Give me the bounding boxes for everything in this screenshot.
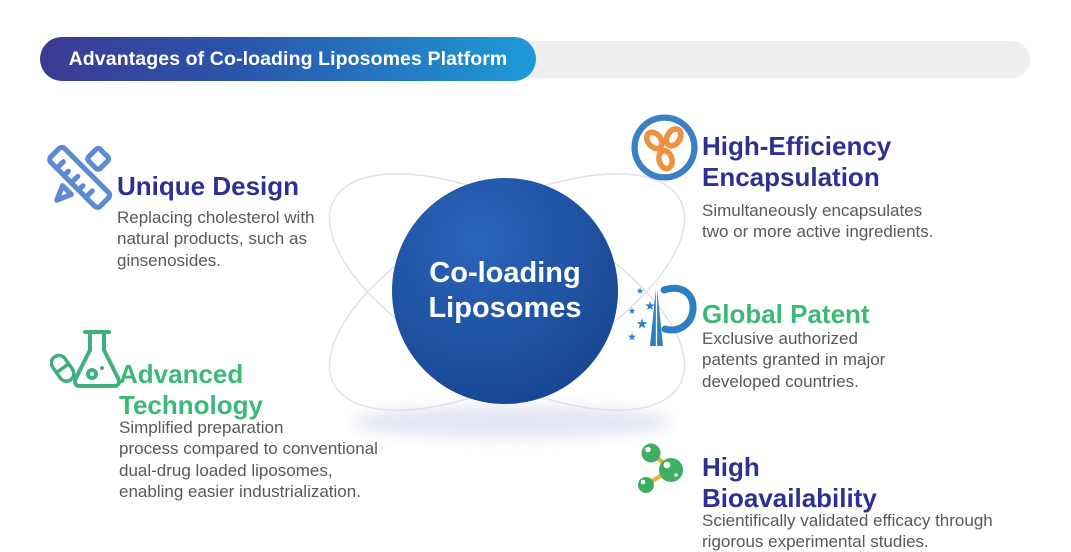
feature-title-high-efficiency-encapsulation: High-Efficiency Encapsulation: [702, 130, 892, 192]
patent-p-stars-icon: [623, 280, 703, 373]
header-pill: Advantages of Co-loading Liposomes Platf…: [40, 37, 536, 81]
feature-body-global-patent: Exclusive authorized patents granted in …: [702, 329, 886, 391]
ruler-pencil-icon: [42, 139, 118, 220]
feature-title-global-patent: Global Patent: [702, 298, 870, 329]
hub-label: Co-loading Liposomes: [428, 257, 582, 324]
molecule-icon: [636, 441, 694, 502]
feature-title-advanced-technology: Advanced Technology: [119, 358, 263, 420]
feature-body-high-efficiency-encapsulation: Simultaneously encapsulates two or more …: [702, 201, 934, 242]
encapsulated-droplets-icon: [628, 111, 701, 189]
flask-pill-icon: [49, 328, 134, 399]
feature-title-unique-design: Unique Design: [117, 170, 300, 201]
header-title: Advantages of Co-loading Liposomes Platf…: [68, 47, 508, 70]
hub-circle: Co-loading Liposomes: [392, 178, 618, 404]
hub-shadow: [352, 406, 672, 438]
feature-body-high-bioavailability: Scientifically validated efficacy throug…: [702, 511, 993, 552]
feature-body-unique-design: Replacing cholesterol with natural produ…: [117, 208, 315, 270]
feature-body-advanced-technology: Simplified preparation process compared …: [119, 418, 378, 501]
feature-title-high-bioavailability: High Bioavailability: [702, 451, 877, 513]
